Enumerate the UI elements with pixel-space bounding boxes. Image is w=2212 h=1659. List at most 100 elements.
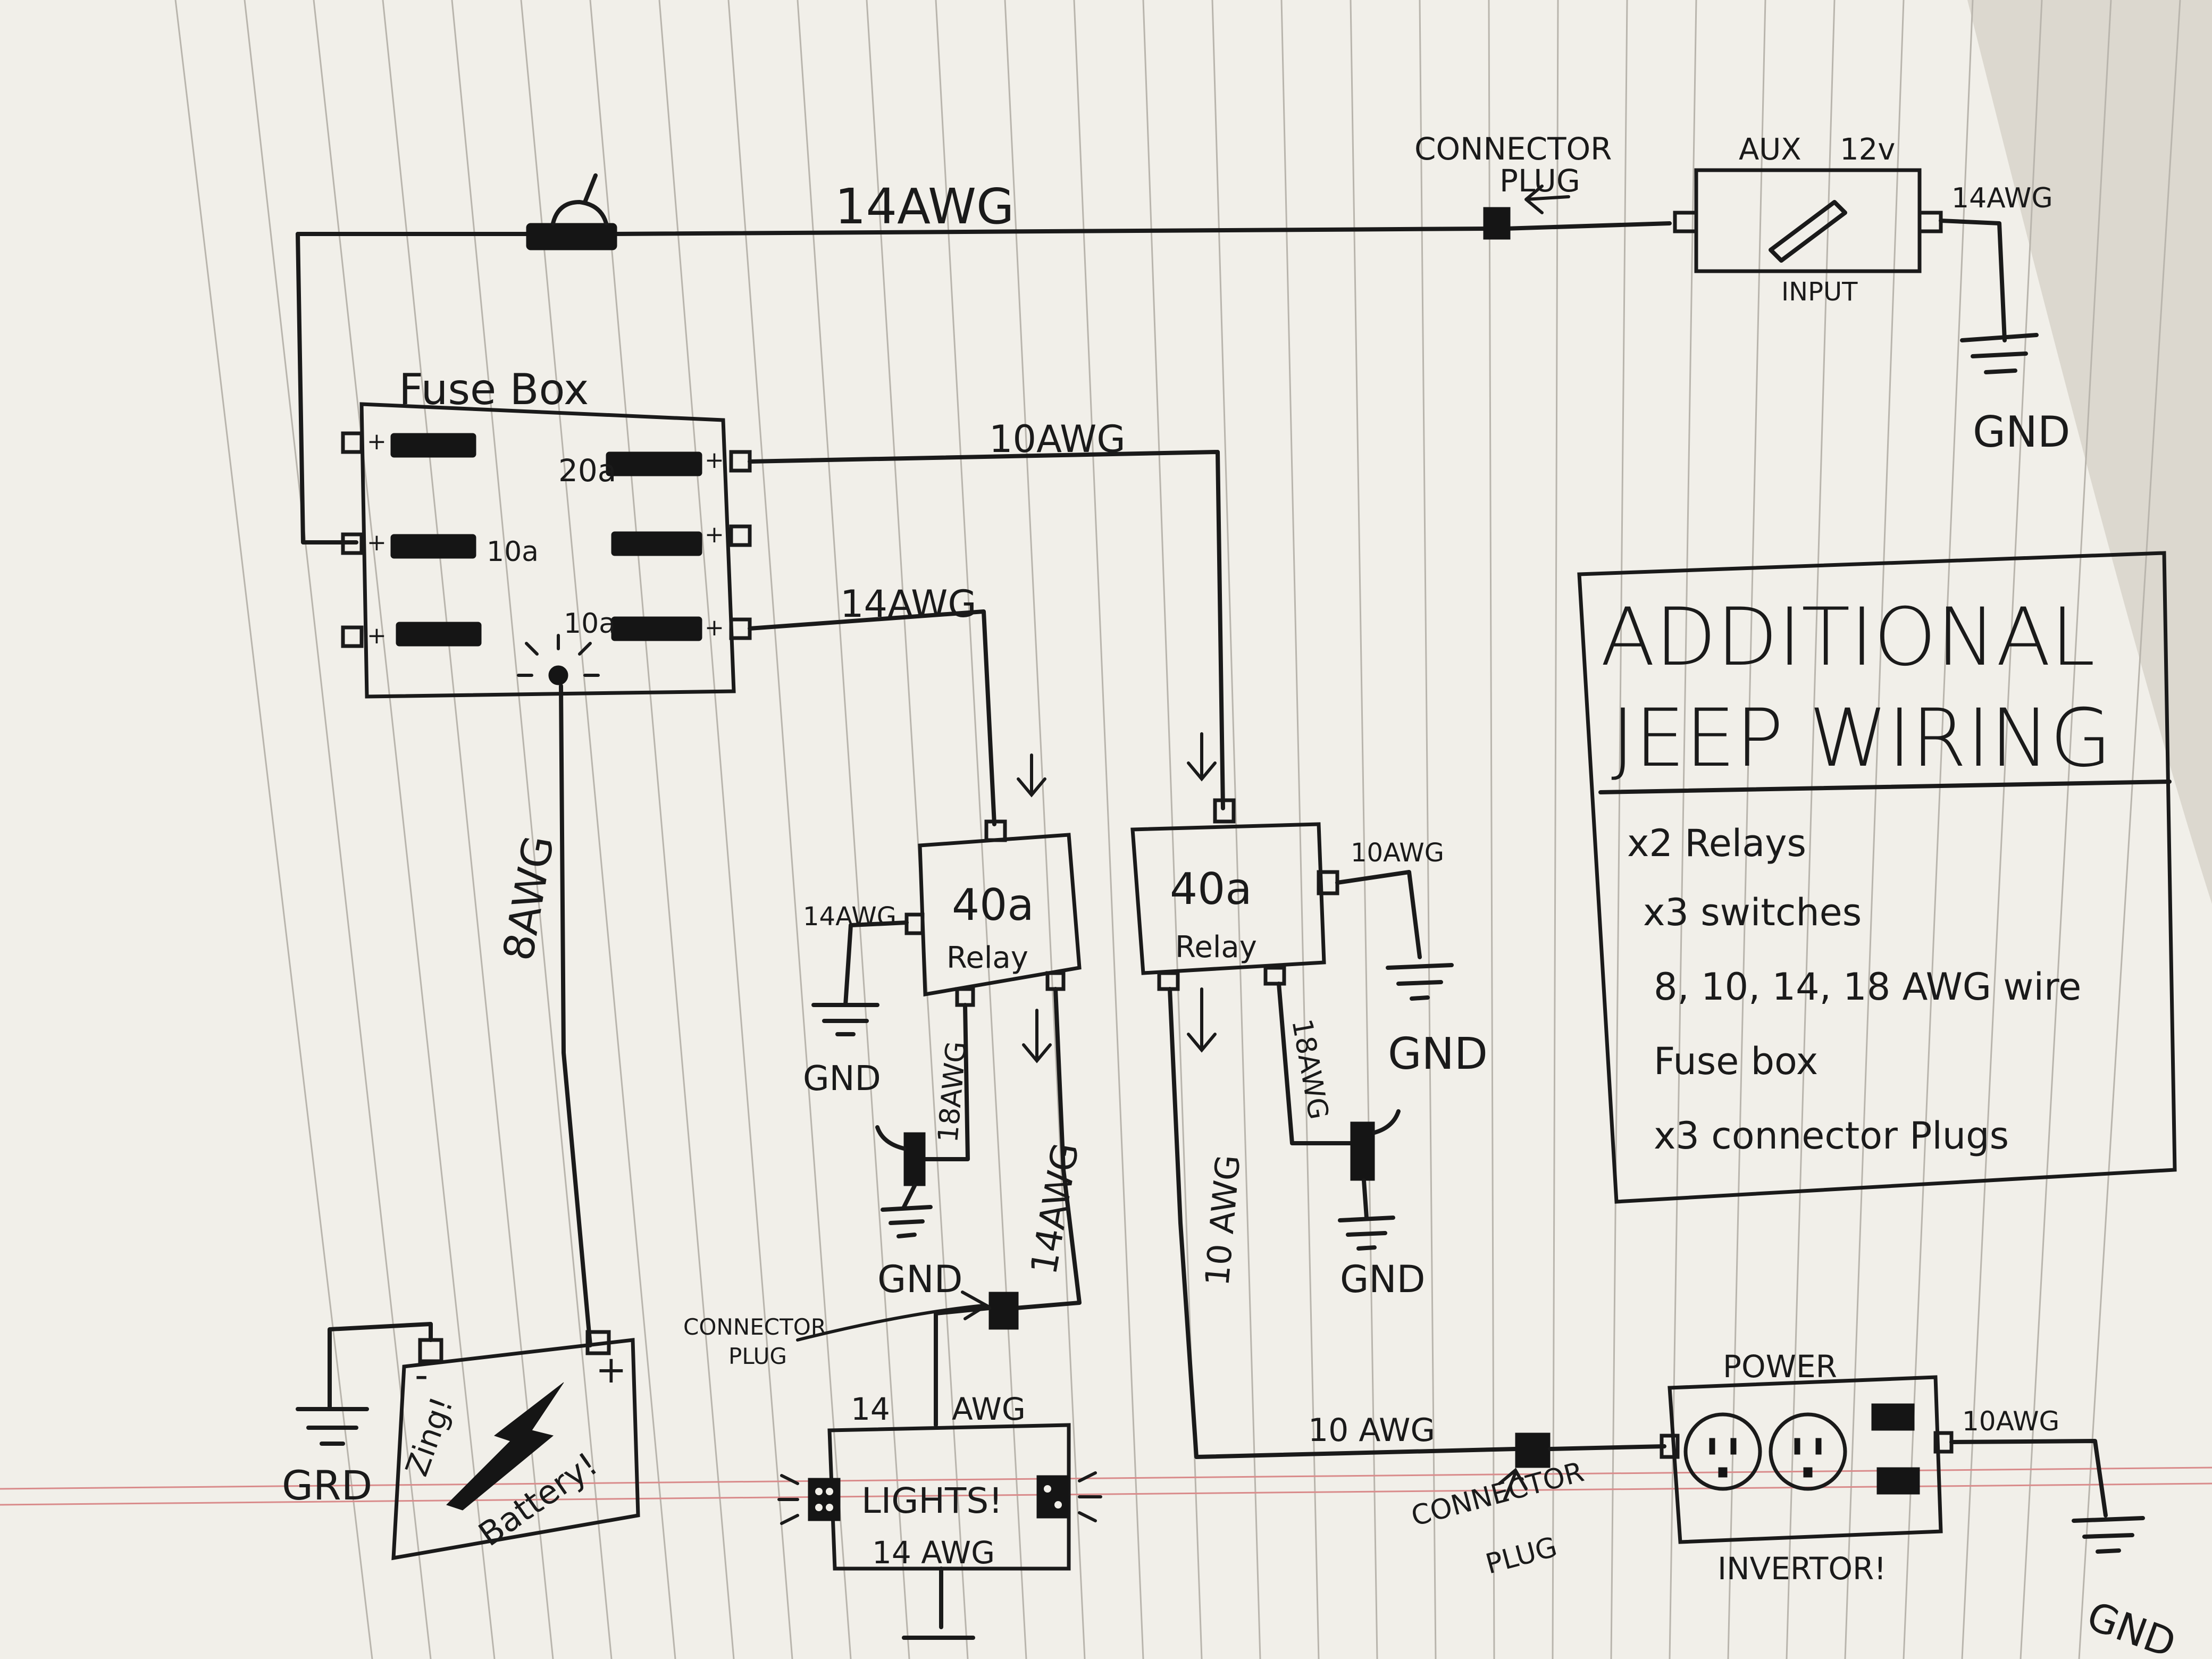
fuse-plus-3: + — [367, 622, 387, 649]
fuse-left-1 — [390, 433, 476, 458]
lights: LIGHTS! 14 AWG 14 AWG — [777, 1391, 1102, 1571]
fuse-left-2 — [390, 534, 476, 559]
inverter: POWER INVERTOR! — [1660, 1348, 1954, 1587]
parts-item-5: x3 connector Plugs — [1654, 1114, 2009, 1158]
aux-12v-label: 12v — [1840, 132, 1895, 167]
label-gnd-relay2-switch: GND — [1340, 1258, 1426, 1301]
label-14awg-fuse: 14AWG — [840, 582, 977, 626]
label-connector-lights-a: CONNECTOR — [683, 1314, 826, 1340]
label-inverter-10awg: 10AWG — [1962, 1406, 2059, 1437]
top-circuit: 14AWG CONNECTOR PLUG AUX 12v INPUT 14AWG… — [296, 131, 2070, 544]
inverter-label: INVERTOR! — [1717, 1551, 1887, 1587]
wire-relay2-inverter — [1168, 987, 1518, 1459]
label-10awg-top: 10AWG — [989, 417, 1126, 461]
usb-port-bottom-icon — [1876, 1467, 1920, 1495]
aux-input-label: INPUT — [1781, 277, 1858, 307]
usb-port-top-icon — [1871, 1403, 1915, 1431]
inverter-power-label: POWER — [1723, 1348, 1837, 1385]
wire-inverter-ground — [1949, 1439, 2108, 1518]
wire-to-inverter — [1548, 1444, 1666, 1451]
paper-shadow — [1967, 0, 2212, 904]
label-relay2-10awg: 10AWG — [1351, 838, 1444, 868]
fuse-left-3 — [396, 622, 482, 647]
label-connector-top-a: CONNECTOR — [1414, 131, 1612, 167]
fuse-rating-20a: 20a — [558, 453, 616, 489]
wire-to-lights — [934, 1306, 991, 1427]
aux-12v-socket: AUX 12v INPUT — [1673, 132, 1943, 307]
label-gnd-aux: GND — [1973, 407, 2070, 457]
parts-item-1: x2 Relays — [1627, 822, 1806, 865]
wire-relay2-switch — [1277, 982, 1355, 1145]
relay-1: 40a Relay — [904, 819, 1082, 1007]
arrow-down-relay1-out — [1022, 1009, 1052, 1063]
ground-symbol-relay1 — [811, 1003, 879, 1036]
label-relay1-14awg: 14AWG — [803, 902, 896, 932]
wire-relay2-ground — [1335, 870, 1422, 959]
fuse-box: Fuse Box 20a 10a 10a + + + + + + — [341, 365, 752, 699]
arrow-down-relay2-out — [1187, 987, 1217, 1053]
switch-relay2 — [1350, 1109, 1401, 1181]
switch-relay1 — [875, 1125, 926, 1186]
light-right-icon — [1036, 1475, 1069, 1519]
wire-relay1-switch — [920, 1003, 970, 1161]
battery-plus: + — [596, 1348, 627, 1392]
wire-relay2-switch-gnd — [1362, 1178, 1369, 1220]
wire-fuse-to-relay2 — [748, 450, 1225, 810]
wire-relay1-lights — [1013, 987, 1082, 1310]
ground-symbol-aux — [1960, 333, 2039, 374]
aux-label: AUX — [1739, 132, 1802, 167]
arrow-connector-lights — [796, 1291, 990, 1342]
fuse-plus-5: + — [705, 521, 724, 548]
title-panel: ADDITIONAL JEEP WIRING x2 Relays x3 swit… — [1577, 551, 2177, 1204]
fuse-plus-6: + — [705, 614, 724, 641]
wire-battery-feed — [559, 684, 592, 1347]
toggle-switch — [526, 173, 617, 250]
lights-label: LIGHTS! — [861, 1480, 1003, 1521]
label-aux-ground-wire: 14AWG — [1951, 182, 2053, 214]
outlet-left-icon — [1683, 1412, 1762, 1491]
parts-item-2: x3 switches — [1643, 891, 1862, 934]
connector-plug-lights — [988, 1292, 1019, 1330]
label-connector-top-b: PLUG — [1499, 163, 1580, 199]
relay-1-rating: 40a — [952, 880, 1034, 931]
fuse-box-stud — [548, 665, 568, 685]
fuse-right-2 — [611, 531, 702, 556]
wire-relay1-ground — [843, 920, 909, 1007]
fuse-right-1 — [606, 451, 702, 476]
light-left-icon — [808, 1478, 841, 1521]
arrow-down-relay2 — [1187, 732, 1217, 782]
ground-symbol-relay1-switch — [881, 1205, 933, 1238]
relay-2: 40a Relay — [1130, 798, 1339, 991]
parts-item-3: 8, 10, 14, 18 AWG wire — [1654, 965, 2081, 1009]
label-lights-awg: AWG — [952, 1391, 1026, 1427]
title-line-1: ADDITIONAL — [1601, 591, 2095, 684]
label-lights-14awg-bottom: 14 AWG — [872, 1535, 995, 1571]
fuse-rating-10a-right: 10a — [564, 608, 616, 640]
relay-2-label: Relay — [1175, 930, 1257, 965]
label-gnd-relay1-switch: GND — [877, 1258, 963, 1301]
ground-symbol-relay2-switch — [1338, 1216, 1395, 1251]
label-gnd-relay1: GND — [803, 1059, 881, 1099]
label-lights-14: 14 — [851, 1391, 890, 1427]
relay-1-label: Relay — [946, 941, 1028, 975]
label-top-14awg: 14AWG — [835, 178, 1014, 235]
fuse-plus-4: + — [705, 447, 724, 474]
label-gnd-relay2: GND — [1388, 1029, 1488, 1079]
outlet-right-icon — [1769, 1412, 1847, 1491]
lightning-bolt-icon — [446, 1382, 564, 1511]
fuse-plus-2: + — [367, 529, 387, 556]
fuse-plus-1: + — [367, 428, 387, 455]
label-grd-battery: GRD — [282, 1462, 372, 1509]
arrow-connector-inverter — [1498, 1468, 1528, 1501]
arrow-down-relay1 — [1017, 753, 1046, 798]
title-line-2: JEEP WIRING — [1611, 692, 2112, 785]
label-bottom-10awg: 10 AWG — [1308, 1412, 1435, 1449]
wire-relay1-switch-gnd — [902, 1184, 917, 1209]
battery-minus: - — [415, 1353, 428, 1397]
ground-symbol-relay2 — [1386, 963, 1454, 1001]
fuse-right-3 — [611, 616, 702, 641]
label-connector-lights-b: PLUG — [728, 1343, 787, 1369]
connector-plug-inverter — [1515, 1432, 1551, 1468]
wire-fuse-to-relay1 — [748, 609, 996, 826]
